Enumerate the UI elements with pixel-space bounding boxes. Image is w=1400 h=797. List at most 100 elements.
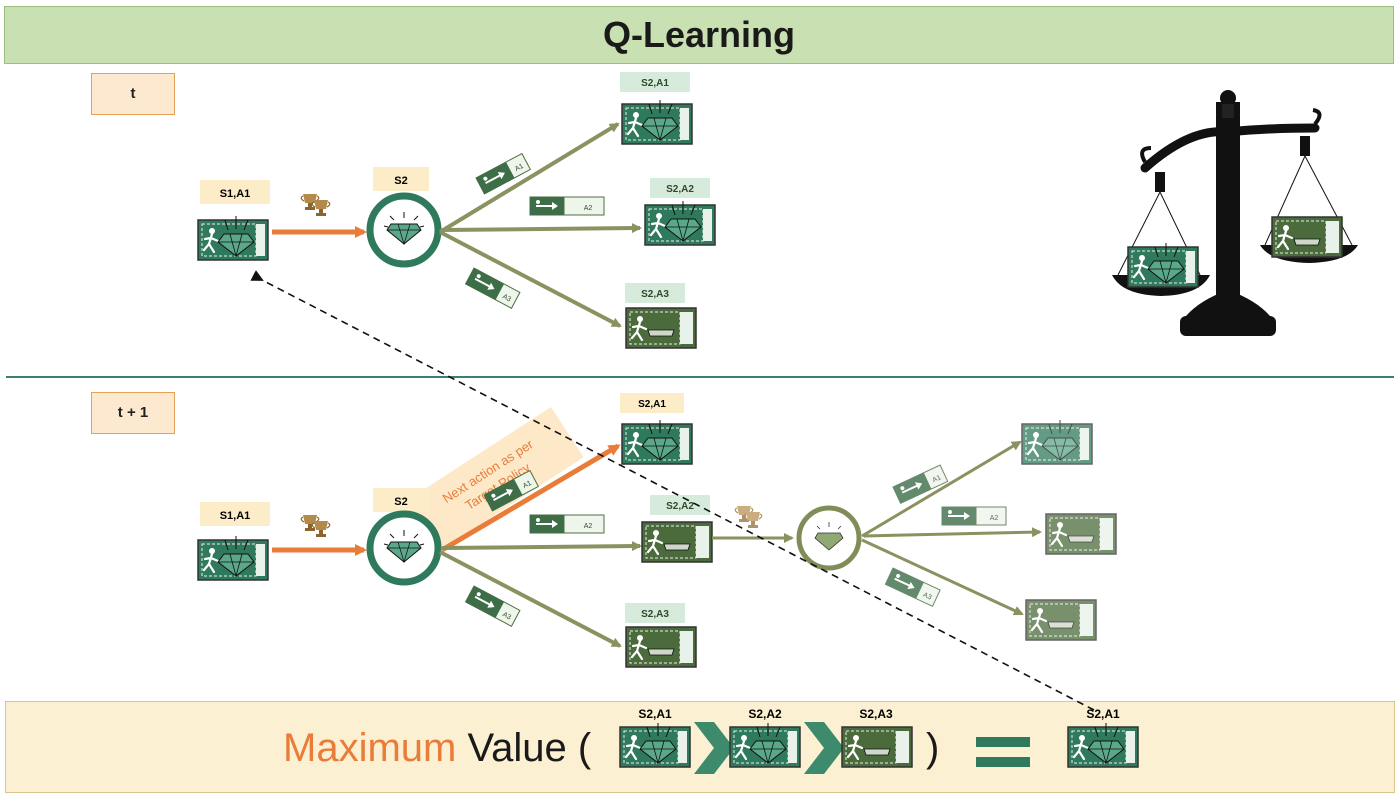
action-tag-a3: A3 [884,567,942,608]
action-label: A3 [501,611,512,621]
running-man-exit-icon [840,725,914,769]
running-man-exit-icon [1126,241,1200,289]
state-label: S2,A3 [859,707,893,721]
top-state-s2: S2 [370,167,438,264]
action-label: A3 [501,293,512,303]
chevron-right-icon [694,722,734,774]
state-label: S2,A3 [641,609,669,620]
trophy-icon [300,514,331,538]
label-box [625,603,685,623]
equals-bar-top [976,737,1030,747]
formula-panel [5,701,1395,793]
page-title: Q-Learning [602,14,795,55]
formula-result-s2a1: S2,A1 [1066,707,1140,769]
state-label: S2,A1 [1086,707,1120,721]
state-label: S1,A1 [220,188,251,200]
running-man-exit-icon [1020,418,1094,466]
top-state-s2a2: S2,A2 [643,178,717,247]
label-box [200,502,270,526]
balance-scale-icon [1112,90,1358,336]
chevron-right-icon [804,722,844,774]
running-man-exit-icon [624,625,698,669]
label-box [373,488,429,512]
running-man-exit-icon [1044,512,1118,556]
top-state-s1a1: S1,A1 [196,180,270,262]
target-policy-arrow [440,443,621,553]
title-bar: Q-Learning [4,6,1394,64]
state-label: S2 [394,496,407,508]
action-tag-a3: A3 [464,267,521,310]
running-man-exit-icon [196,214,270,262]
formula-text: Maximum Value ( [283,724,591,772]
next-outcome-a3 [1024,598,1098,642]
action-tag-a2: A2 [529,514,605,534]
top-state-s2a1: S2,A1 [620,72,694,146]
branch-arrow [438,122,620,234]
state-label: S2,A3 [641,289,669,300]
branch-arrow [441,541,642,552]
action-label: A1 [522,480,533,490]
branch-arrow [439,550,622,648]
next-outcome-a1 [1020,418,1094,466]
running-man-exit-icon [620,418,694,466]
branch-arrow [861,440,1022,538]
diamond-icon [370,514,438,582]
formula-highlight: Maximum [283,726,457,770]
state-label: S2,A2 [666,501,694,512]
bottom-state-s2a1: S2,A1 [620,393,694,466]
bottom-state-s2a2: S2,A2 [640,495,714,564]
action-label: A1 [514,163,525,173]
formula-option-s2a1: S2,A1 [618,707,692,769]
action-label: A1 [931,474,942,484]
state-label: S2,A2 [748,707,782,721]
formula-option-s2a3: S2,A3 [840,707,914,769]
equals-bar-bottom [976,757,1030,767]
note-box [400,406,584,556]
label-box [200,180,270,204]
running-man-exit-icon [624,306,698,350]
action-label: A2 [584,523,593,530]
action-tag-a2: A2 [529,196,605,216]
next-outcome-a2 [1044,512,1118,556]
bottom-state-s2: S2 [370,488,438,582]
state-label: S1,A1 [220,510,251,522]
label-box [650,178,710,198]
state-label: S2,A1 [638,707,672,721]
next-state-circle [796,505,862,571]
action-tag-a1: A1 [475,152,532,195]
branch-arrow [863,527,1042,538]
running-man-exit-icon [640,520,714,564]
bottom-state-s2a3: S2,A3 [624,603,698,669]
branch-arrow [441,223,642,234]
state-label: S2,A2 [666,184,694,195]
running-man-exit-icon [1270,215,1344,259]
label-box [620,72,690,92]
state-label: S2 [394,175,407,187]
formula-close-paren: ) [926,726,940,770]
running-man-exit-icon [728,721,802,769]
running-man-exit-icon [620,98,694,146]
time-label-t: t [91,73,175,115]
top-state-s2a3: S2,A3 [624,283,698,350]
action-tag-a1: A1 [892,464,949,505]
action-label: A3 [922,592,933,602]
trophy-icon [300,193,331,217]
action-tag-a3: A3 [464,585,521,628]
action-label: A2 [990,515,999,522]
label-box [650,495,710,515]
diamond-icon [370,196,438,264]
formula-option-s2a2: S2,A2 [728,707,802,769]
branch-arrow [439,230,622,328]
running-man-exit-icon [1024,598,1098,642]
action-tag-a1: A1 [483,469,540,512]
label-box [625,283,685,303]
state-label: S2,A1 [638,399,666,410]
trophy-icon [734,505,763,529]
action-tag-a2: A2 [941,506,1007,526]
action-label: A2 [584,205,593,212]
state-label: S2,A1 [641,78,669,89]
running-man-exit-icon [1066,721,1140,769]
bottom-state-s1a1: S1,A1 [196,502,270,582]
label-box [620,393,684,413]
